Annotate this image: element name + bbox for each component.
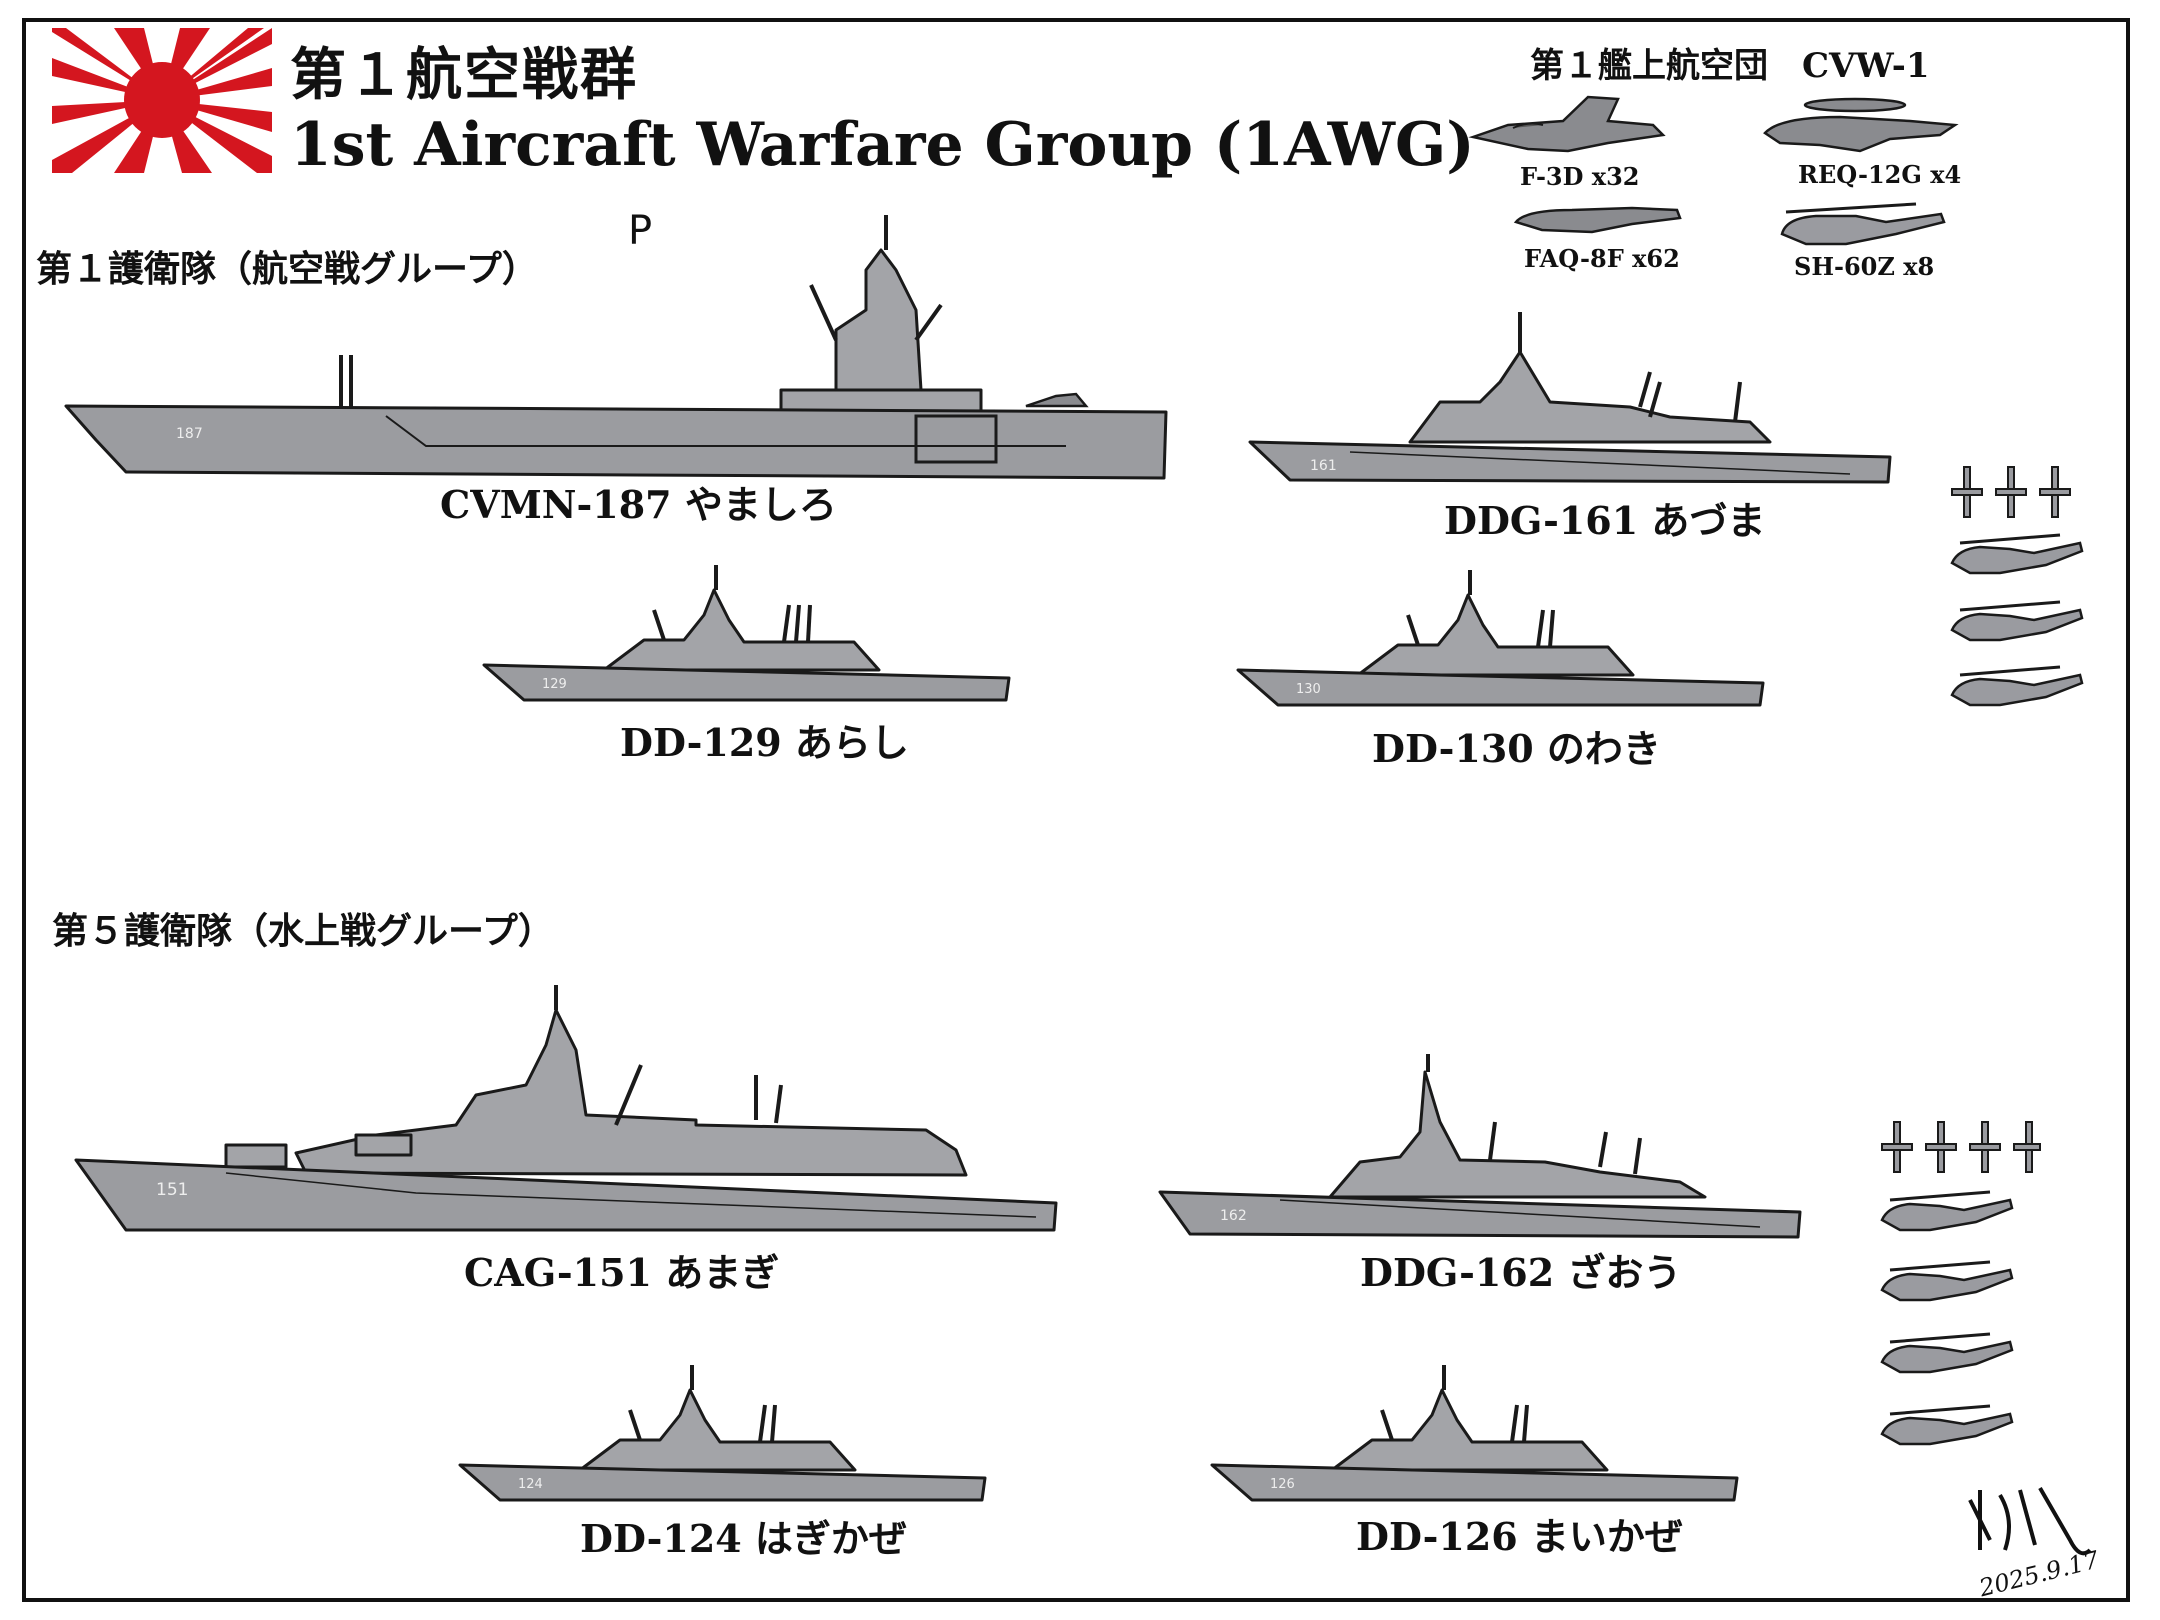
- ship-label-dd129: DD-129 あらし: [620, 720, 909, 765]
- ship-label-ddg162: DDG-162 ざおう: [1360, 1250, 1682, 1295]
- ship-ddg162: 162: [1158, 1054, 1802, 1239]
- svg-text:161: 161: [1310, 458, 1337, 474]
- aircraft-label-faq8f: FAQ-8F x62: [1524, 244, 1680, 273]
- drone-icons: [1881, 1121, 2041, 1173]
- svg-text:187: 187: [176, 426, 203, 442]
- section-title-escort1: 第１護衛隊（航空戦グループ）: [36, 248, 538, 290]
- ship-label-dd130: DD-130 のわき: [1372, 726, 1661, 771]
- ship-dd124: 124: [458, 1365, 987, 1502]
- ship-dd126: 126: [1210, 1365, 1739, 1502]
- ship-label-cag151: CAG-151 あまぎ: [464, 1250, 780, 1295]
- attack-aircraft-icon: [1513, 206, 1682, 234]
- escort1-helicopter-group: [1950, 466, 2084, 707]
- page-frame: [22, 18, 2130, 1602]
- ship-ddg161: 161: [1248, 312, 1892, 484]
- escort5-helicopter-group: [1880, 1121, 2041, 1446]
- helicopter-icon: [1780, 202, 1946, 246]
- svg-text:126: 126: [1270, 1477, 1295, 1492]
- rising-sun-flag: [52, 28, 272, 173]
- svg-text:151: 151: [156, 1180, 188, 1200]
- page-title-jp: 第１航空戦群: [290, 42, 638, 108]
- ship-label-cvmn187: CVMN-187 やましろ: [440, 482, 837, 527]
- section-title-escort5: 第５護衛隊（水上戦グループ）: [52, 910, 554, 952]
- aircraft-label-f3d: F-3D x32: [1520, 162, 1640, 191]
- drone-icons: [1951, 466, 2071, 518]
- page-title-en: 1st Aircraft Warfare Group (1AWG): [290, 110, 1475, 180]
- svg-text:124: 124: [518, 1477, 543, 1492]
- svg-text:130: 130: [1296, 682, 1321, 697]
- ship-label-ddg161: DDG-161 あづま: [1444, 498, 1766, 543]
- artist-signature: [1968, 1487, 2092, 1556]
- sketch-mark: P: [628, 208, 653, 254]
- ship-label-dd124: DD-124 はぎかぜ: [580, 1516, 907, 1561]
- ship-cag151: 151: [74, 985, 1058, 1232]
- ship-label-dd126: DD-126 まいかぜ: [1356, 1514, 1683, 1559]
- svg-text:129: 129: [542, 677, 567, 692]
- cvw-title: 第１艦上航空団 CVW-1: [1530, 46, 1930, 86]
- ship-dd130: 130: [1236, 570, 1765, 707]
- aew-aircraft-icon: [1763, 97, 1959, 153]
- ship-cvmn187: 187: [64, 215, 1168, 480]
- svg-text:162: 162: [1220, 1208, 1247, 1224]
- ship-dd129: 129: [482, 565, 1011, 702]
- aircraft-label-req12g: REQ-12G x4: [1798, 160, 1962, 189]
- aircraft-label-sh60z: SH-60Z x8: [1794, 252, 1935, 281]
- fighter-jet-icon: [1468, 95, 1666, 153]
